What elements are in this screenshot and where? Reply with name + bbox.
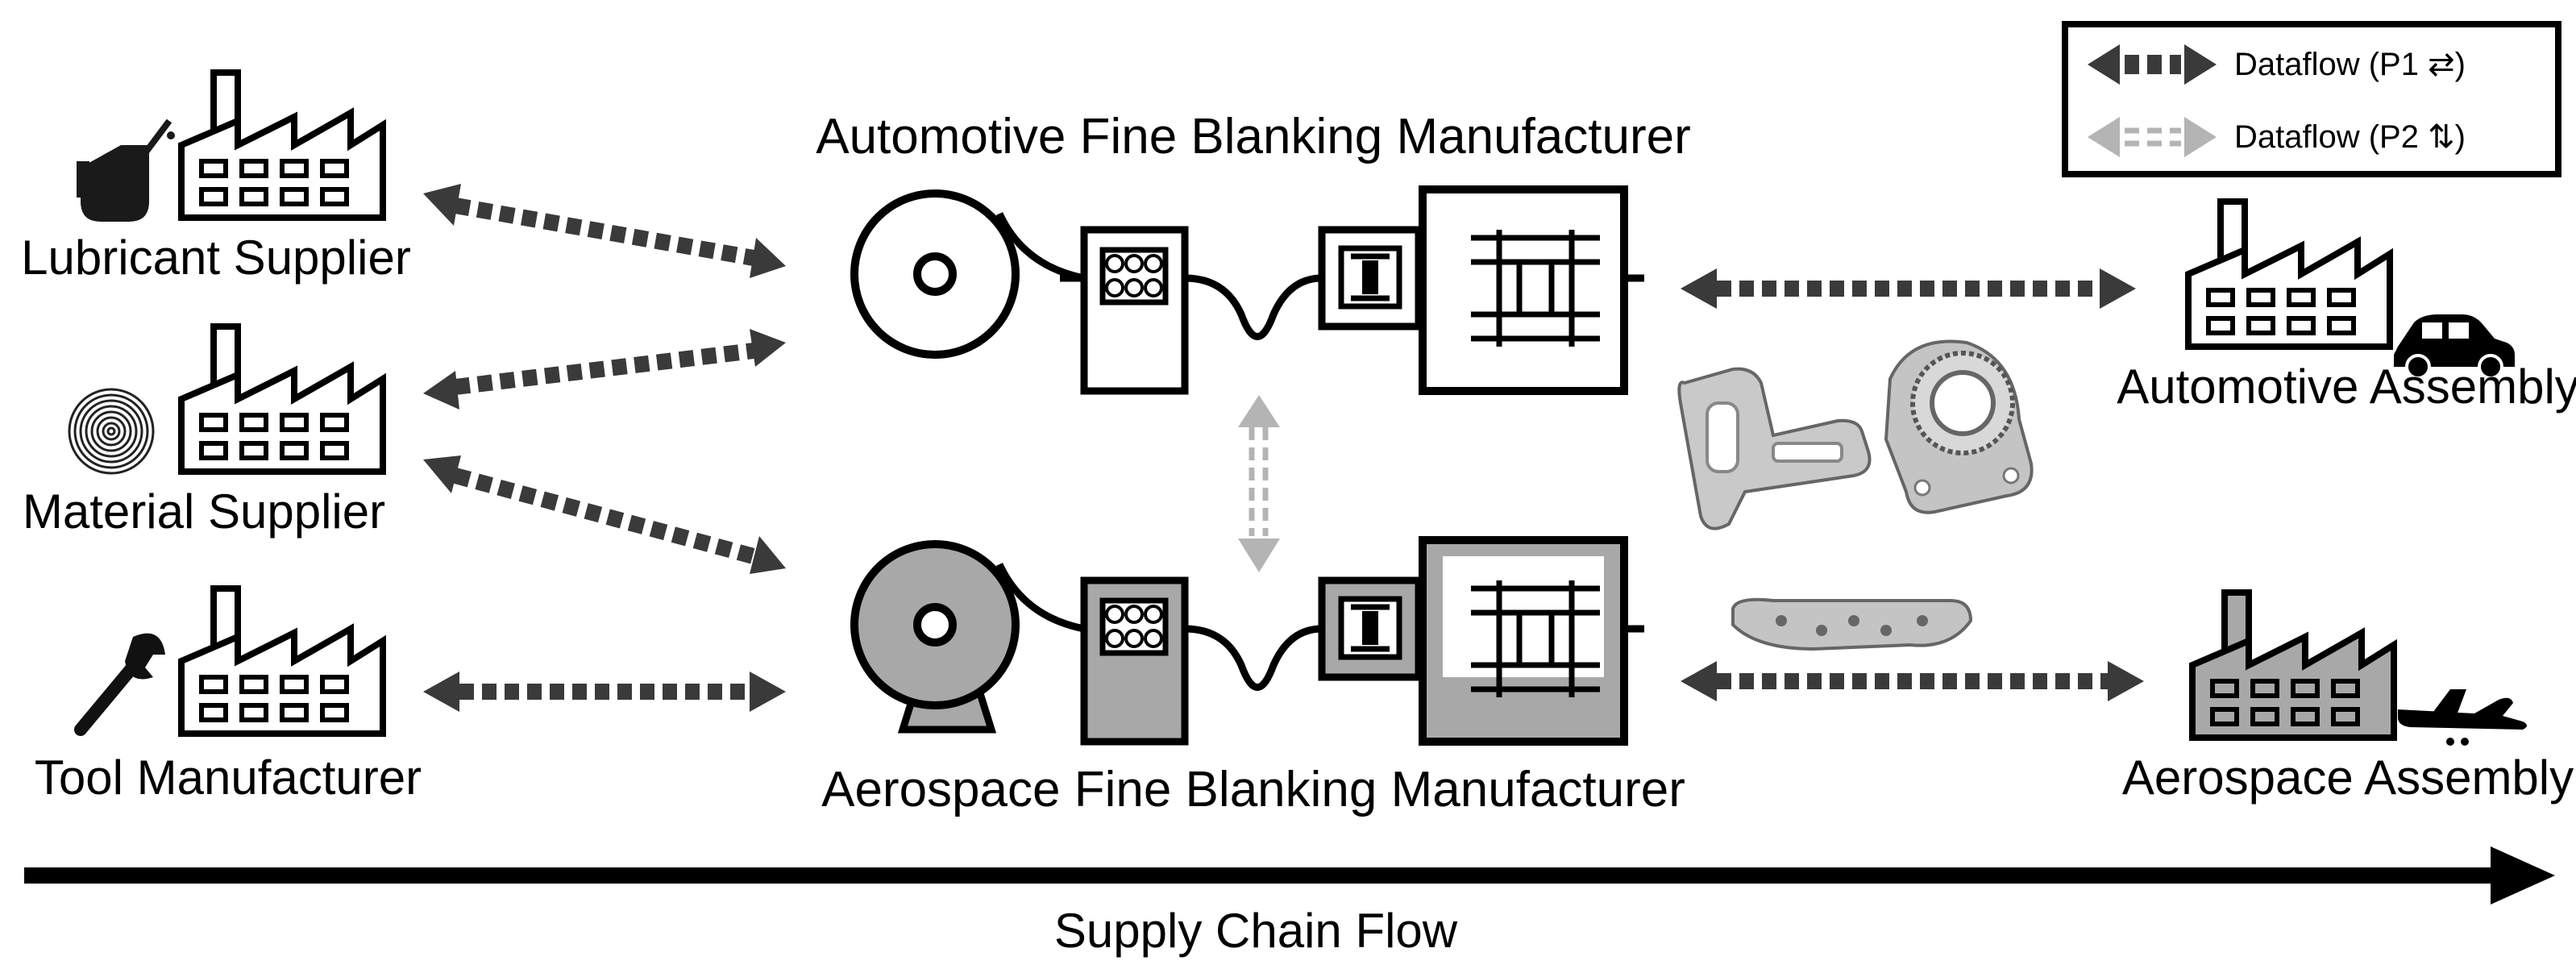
arrow-automotive-assembly bbox=[1681, 268, 2136, 309]
arrow-tool-aerospace bbox=[423, 672, 786, 712]
seatbelt-buckle-part-icon bbox=[1677, 367, 1872, 530]
gear-bracket-part-icon bbox=[1884, 339, 2034, 514]
arrow-lubricant-automotive bbox=[423, 184, 786, 278]
oil-can-icon bbox=[77, 119, 175, 222]
material-supplier-factory-icon bbox=[181, 326, 383, 472]
aerospace-bracket-part-icon bbox=[1731, 597, 1973, 651]
automotive-press-icon bbox=[1419, 185, 1628, 395]
aerospace-assembly-label: Aerospace Assembly bbox=[2122, 751, 2574, 805]
arrow-material-aerospace bbox=[423, 455, 786, 574]
arrow-aerospace-assembly bbox=[1681, 661, 2144, 701]
supply-chain-flow-label: Supply Chain Flow bbox=[1054, 904, 1458, 958]
aerospace-production-line bbox=[850, 536, 1644, 746]
legend-p2-label: Dataflow (P2 ⇅) bbox=[2234, 119, 2466, 155]
automotive-assembly-label: Automotive Assembly bbox=[2117, 360, 2576, 414]
legend: Dataflow (P1 ⇄) Dataflow (P2 ⇅) bbox=[2062, 21, 2561, 177]
tool-manufacturer-label: Tool Manufacturer bbox=[35, 751, 422, 805]
aerospace-assembly-factory-icon bbox=[2192, 593, 2394, 738]
lubricant-supplier-factory-icon bbox=[181, 73, 383, 218]
car-icon bbox=[2394, 314, 2515, 380]
lubricant-supplier-label: Lubricant Supplier bbox=[21, 231, 411, 285]
legend-p1-arrow-icon bbox=[2088, 44, 2217, 85]
supply-chain-flow-arrow bbox=[24, 846, 2555, 905]
tool-manufacturer-factory-icon bbox=[181, 588, 383, 734]
wrench-icon bbox=[74, 633, 165, 736]
p2-dataflow-arrow bbox=[1238, 395, 1280, 572]
material-coil-icon bbox=[68, 388, 155, 475]
legend-p1-label: Dataflow (P1 ⇄) bbox=[2234, 47, 2466, 82]
airplane-icon bbox=[2398, 689, 2527, 746]
automotive-assembly-factory-icon bbox=[2188, 202, 2390, 347]
arrow-material-automotive bbox=[423, 329, 786, 410]
automotive-manufacturer-title: Automotive Fine Blanking Manufacturer bbox=[816, 109, 1691, 164]
legend-p2-arrow-icon bbox=[2088, 117, 2217, 157]
material-supplier-label: Material Supplier bbox=[23, 484, 385, 539]
automotive-production-line bbox=[850, 185, 1644, 395]
p1-dataflow-arrows bbox=[423, 184, 2144, 712]
aerospace-manufacturer-title: Aerospace Fine Blanking Manufacturer bbox=[821, 762, 1685, 817]
